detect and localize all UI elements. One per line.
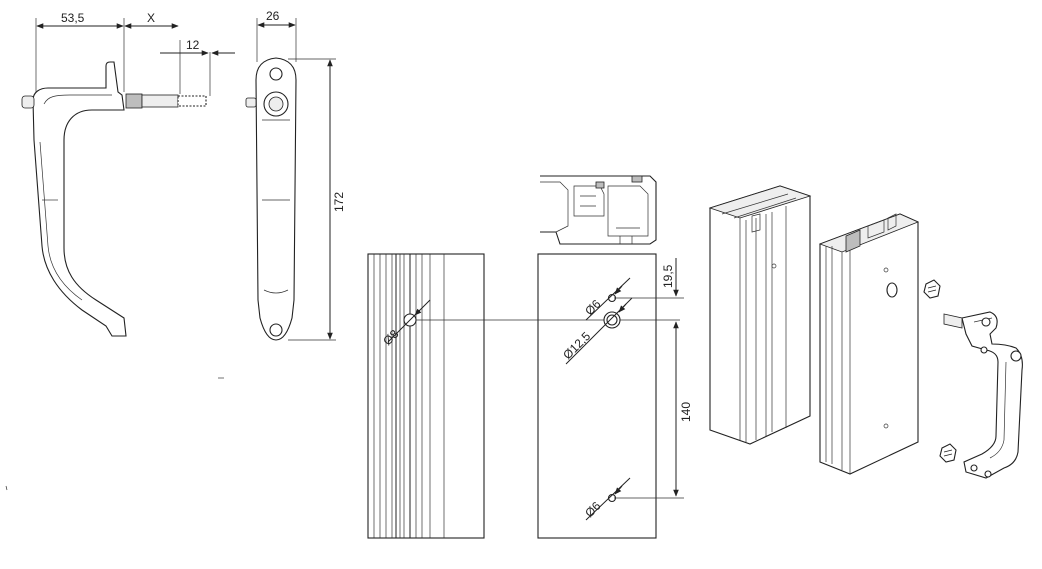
isometric-profile bbox=[708, 185, 920, 475]
dim-hole-spacing: 140 bbox=[679, 402, 693, 422]
profile-section bbox=[540, 175, 657, 245]
isometric-handle bbox=[923, 279, 1023, 479]
dim-spindle-offset: X bbox=[147, 11, 155, 25]
profile-elevation-left: Ø8 bbox=[367, 253, 485, 539]
handle-side-view: 53,5 X 12 bbox=[21, 11, 235, 337]
profile-elevation-right: Ø6 Ø12,5 Ø6 19,5 140 bbox=[416, 253, 693, 539]
stray-mark bbox=[5, 485, 8, 491]
dim-handle-depth: 26 bbox=[266, 9, 280, 23]
handle-front-view: 26 172 bbox=[245, 9, 346, 341]
dim-handle-height: 172 bbox=[332, 192, 346, 212]
dim-spindle-length: 12 bbox=[186, 38, 200, 52]
dim-hole-top-offset: 19,5 bbox=[661, 264, 675, 288]
dim-handle-width: 53,5 bbox=[61, 11, 85, 25]
